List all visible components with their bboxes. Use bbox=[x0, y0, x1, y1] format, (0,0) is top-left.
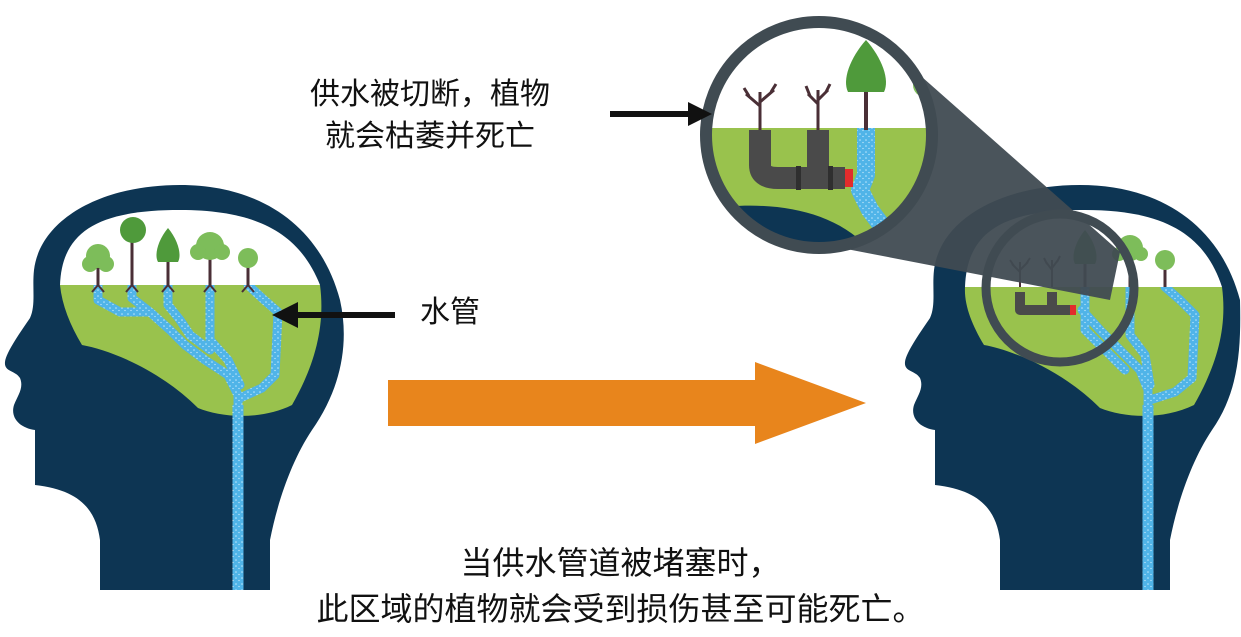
caption-line2: 此区域的植物就会受到损伤甚至可能死亡。 bbox=[316, 590, 925, 628]
right-water-pipes bbox=[1077, 287, 1200, 416]
blocked-supply-label: 供水被切断，植物 就会枯萎并死亡 bbox=[270, 74, 590, 158]
left-water-pipes bbox=[93, 285, 283, 416]
zoom-tree-3 bbox=[846, 40, 886, 130]
water-pipe-label: 水管 bbox=[420, 295, 480, 330]
caption-line1: 当供水管道被堵塞时， bbox=[460, 544, 781, 582]
left-tree-5 bbox=[238, 248, 258, 285]
left-head-healthy bbox=[4, 185, 344, 590]
right-small-blocked-pipe bbox=[1015, 292, 1076, 315]
blocked-label-line1: 供水被切断，植物 bbox=[310, 77, 550, 112]
left-tree-4 bbox=[190, 232, 230, 285]
magnifier-small-lens bbox=[981, 209, 1139, 367]
zoom-dead-tree-2 bbox=[804, 83, 832, 130]
right-tree-5 bbox=[1155, 250, 1175, 287]
magnifier-zoom-icon bbox=[700, 16, 1139, 367]
magnifier-large-lens bbox=[700, 16, 938, 254]
blocked-label-line2: 就会枯萎并死亡 bbox=[325, 119, 535, 154]
left-tree-roots bbox=[91, 283, 255, 293]
orange-right-arrow-icon bbox=[388, 362, 866, 444]
left-tree-3 bbox=[156, 228, 180, 285]
left-tree-1 bbox=[82, 244, 114, 285]
blocked-callout-arrow bbox=[610, 102, 712, 126]
diagram-caption: 当供水管道被堵塞时， 此区域的植物就会受到损伤甚至可能死亡。 bbox=[0, 540, 1241, 632]
pipe-callout-arrow bbox=[272, 302, 395, 328]
left-tree-2 bbox=[120, 217, 146, 285]
left-trees bbox=[82, 217, 258, 293]
zoom-dead-tree-1 bbox=[742, 83, 778, 130]
zoom-blocked-pipe bbox=[749, 130, 853, 190]
zoom-blockage bbox=[845, 169, 853, 187]
